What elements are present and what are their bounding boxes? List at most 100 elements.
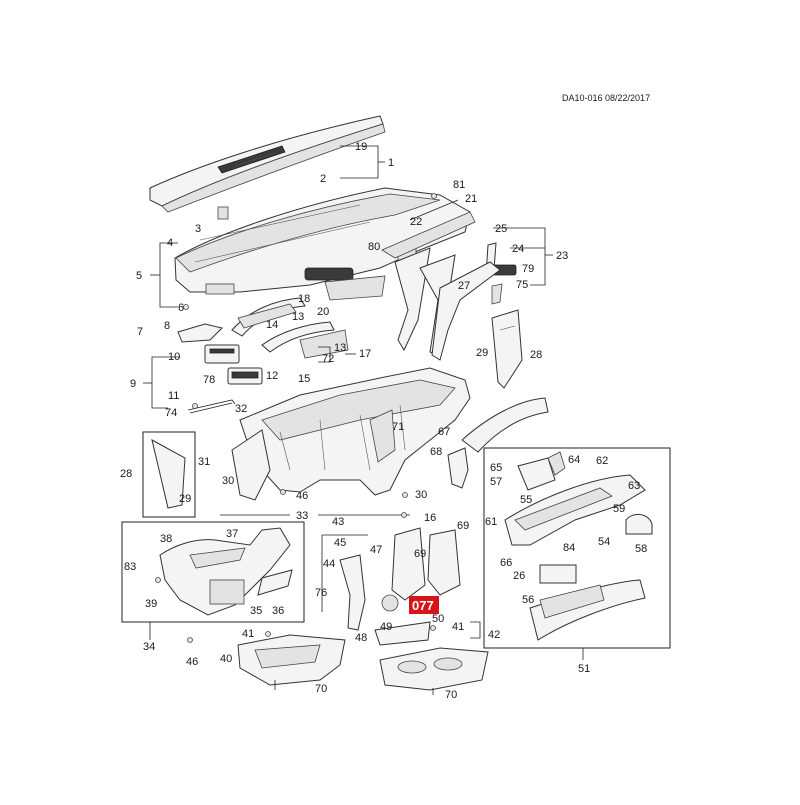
callout-46a: 46 [296, 490, 308, 502]
callout-56: 56 [522, 594, 534, 606]
floor-console-40 [237, 634, 346, 686]
callout-12: 12 [266, 370, 278, 382]
callout-59: 59 [613, 503, 625, 515]
callout-5: 5 [136, 270, 142, 282]
callout-41a: 41 [242, 628, 254, 640]
callout-69a: 69 [457, 520, 469, 532]
callout-50: 50 [432, 613, 444, 625]
floor-console-70 [379, 647, 489, 691]
callout-74: 74 [165, 407, 177, 419]
callout-22: 22 [410, 216, 422, 228]
callout-41b: 41 [452, 621, 464, 633]
callout-13b: 13 [334, 342, 346, 354]
callout-27: 27 [458, 280, 470, 292]
callout-leaders [143, 145, 584, 695]
callout-32: 32 [235, 403, 247, 415]
highlight-label: 077 [412, 598, 434, 613]
callout-26: 26 [513, 570, 525, 582]
doc-reference: DA10-016 08/22/2017 [562, 93, 650, 103]
callout-15: 15 [298, 373, 310, 385]
callout-57: 57 [490, 476, 502, 488]
callout-83: 83 [124, 561, 136, 573]
callout-45: 45 [334, 537, 346, 549]
callout-29-right: 29 [476, 347, 488, 359]
callout-48: 48 [355, 632, 367, 644]
callout-28-left: 28 [120, 468, 132, 480]
callout-30a: 30 [222, 475, 234, 487]
callout-21: 21 [465, 193, 477, 205]
callout-63: 63 [628, 480, 640, 492]
callout-64: 64 [568, 454, 580, 466]
duct-rod [187, 399, 236, 414]
upper-dash-pad [149, 115, 386, 213]
callout-labels: 1 19 2 81 21 22 25 80 24 23 79 75 27 3 4… [120, 141, 647, 701]
callout-25: 25 [495, 223, 507, 235]
callout-75: 75 [516, 279, 528, 291]
callout-84: 84 [563, 542, 575, 554]
callout-39: 39 [145, 598, 157, 610]
callout-49: 49 [380, 621, 392, 633]
callout-30b: 30 [415, 489, 427, 501]
callout-4: 4 [167, 237, 173, 249]
callout-6: 6 [178, 302, 184, 314]
callout-51: 51 [578, 663, 590, 675]
callout-28-right: 28 [530, 349, 542, 361]
callout-66: 66 [500, 557, 512, 569]
knee-bolster-group [121, 521, 305, 623]
callout-16: 16 [424, 512, 436, 524]
callout-20: 20 [317, 306, 329, 318]
callout-62: 62 [596, 455, 608, 467]
callout-17: 17 [359, 348, 371, 360]
callout-13: 13 [292, 311, 304, 323]
callout-31: 31 [198, 456, 210, 468]
callout-70a: 70 [315, 683, 327, 695]
end-panel-right [491, 309, 523, 389]
bracket-68 [447, 447, 469, 489]
callout-65: 65 [490, 462, 502, 474]
callout-54: 54 [598, 536, 610, 548]
trim-strip-7 [177, 323, 223, 343]
callout-2: 2 [320, 173, 326, 185]
callout-61: 61 [485, 516, 497, 528]
end-panel-left [142, 431, 196, 518]
callout-18: 18 [298, 293, 310, 305]
callout-7: 7 [137, 326, 143, 338]
callout-40: 40 [220, 653, 232, 665]
callout-33: 33 [296, 510, 308, 522]
callout-10: 10 [168, 351, 180, 363]
callout-58: 58 [635, 543, 647, 555]
callout-37: 37 [226, 528, 238, 540]
callout-70b: 70 [445, 689, 457, 701]
callout-80: 80 [368, 241, 380, 253]
callout-55: 55 [520, 494, 532, 506]
callout-24: 24 [512, 243, 524, 255]
callout-67: 67 [438, 426, 450, 438]
callout-78: 78 [203, 374, 215, 386]
cross-car-beam [231, 367, 471, 501]
callout-76: 76 [315, 587, 327, 599]
callout-23: 23 [556, 250, 568, 262]
cluster-bezel [231, 297, 349, 359]
end-trim-65 [461, 397, 549, 453]
callout-44: 44 [323, 558, 335, 570]
glove-box-group [483, 447, 671, 649]
callout-1: 1 [388, 157, 394, 169]
callout-69b: 69 [414, 548, 426, 560]
callout-14: 14 [266, 319, 278, 331]
fasteners [155, 193, 437, 643]
callout-35: 35 [250, 605, 262, 617]
callout-71: 71 [392, 421, 404, 433]
callout-68: 68 [430, 446, 442, 458]
highlight-tag[interactable]: 077 [409, 596, 439, 614]
callout-29-left: 29 [179, 493, 191, 505]
callout-11: 11 [168, 390, 179, 402]
callout-43: 43 [332, 516, 344, 528]
callout-42: 42 [488, 629, 500, 641]
callout-19: 19 [355, 141, 367, 153]
side-trim-27 [431, 261, 501, 361]
center-vents [204, 344, 263, 385]
console-bracket [339, 527, 461, 646]
callout-3: 3 [195, 223, 201, 235]
